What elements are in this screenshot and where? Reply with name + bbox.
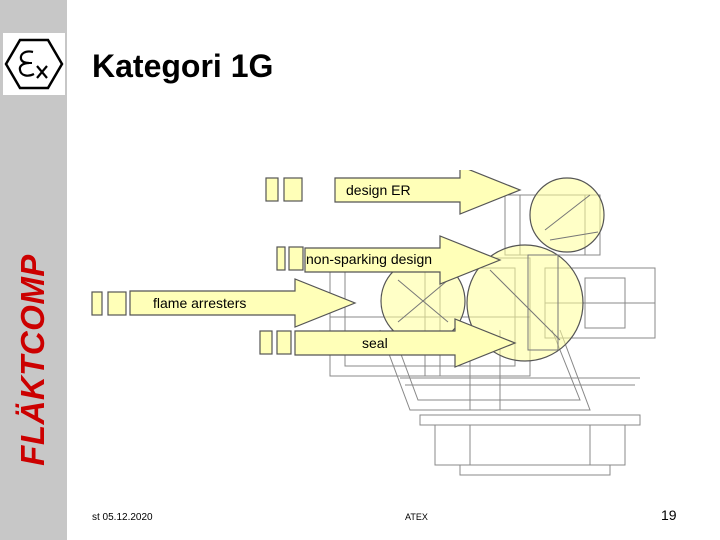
callout-flame-arresters: flame arresters: [153, 295, 247, 311]
sidebar: FLÄKTCOMP: [0, 0, 67, 540]
page-number: 19: [661, 507, 677, 523]
footer-date: st 05.12.2020: [92, 512, 153, 523]
fan-technical-drawing: [91, 170, 656, 476]
footer-center-text: ATEX: [405, 512, 428, 522]
callout-seal: seal: [362, 335, 388, 351]
callout-design-er: design ER: [346, 182, 411, 198]
ex-hexagon-icon: [3, 33, 65, 95]
callout-non-sparking-design: non-sparking design: [306, 251, 433, 267]
brand-logo-text: FLÄKTCOMP: [14, 254, 51, 466]
slide-title: Kategori 1G: [92, 48, 274, 84]
